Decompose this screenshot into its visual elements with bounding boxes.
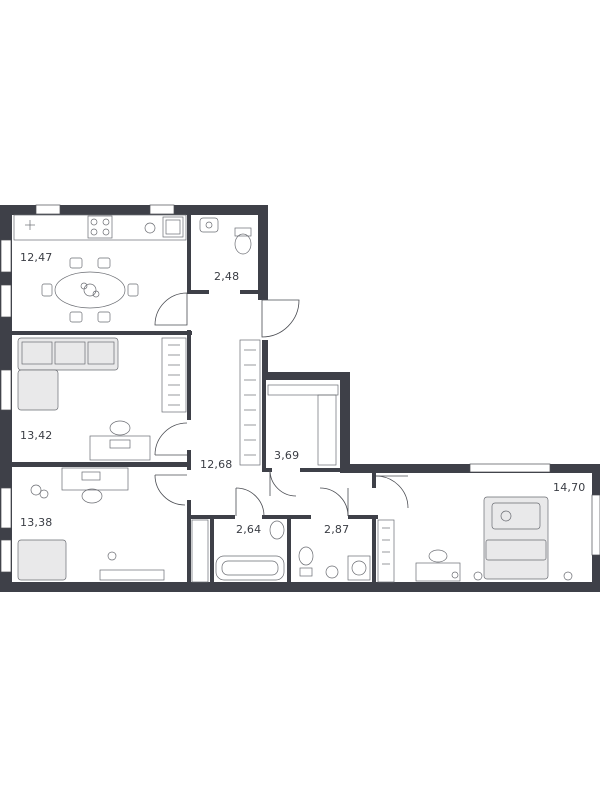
living-area-label: 13,42: [20, 429, 53, 442]
hall-furniture: [239, 339, 339, 466]
kitchen-furniture: [13, 214, 187, 323]
bathroom-2-fixtures: [298, 546, 371, 581]
toy-icon: [30, 484, 49, 499]
child-room-area-label: 13,38: [20, 516, 53, 529]
kitchen-area-label: 12,47: [20, 251, 53, 264]
windows: [0, 204, 600, 573]
hall-area-label: 12,68: [200, 458, 233, 471]
bedroom-furniture: [377, 496, 573, 583]
flower-icon: [80, 282, 100, 298]
interior-walls: [12, 213, 378, 585]
room-labels: 12,47 2,48 13,42 12,68 3,69 14,70 13,38 …: [20, 251, 586, 536]
wardrobe-area-label: 3,69: [274, 449, 299, 462]
child-room-furniture: [17, 467, 209, 583]
bathroom-1-fixtures: [215, 520, 285, 581]
bedroom-area-label: 14,70: [553, 481, 586, 494]
wc-area-label: 2,48: [214, 270, 239, 283]
wc-fixtures: [199, 217, 252, 255]
doors: [154, 292, 409, 517]
bathroom-2-area-label: 2,87: [324, 523, 349, 536]
bathroom-1-area-label: 2,64: [236, 523, 261, 536]
living-furniture: [17, 337, 187, 461]
